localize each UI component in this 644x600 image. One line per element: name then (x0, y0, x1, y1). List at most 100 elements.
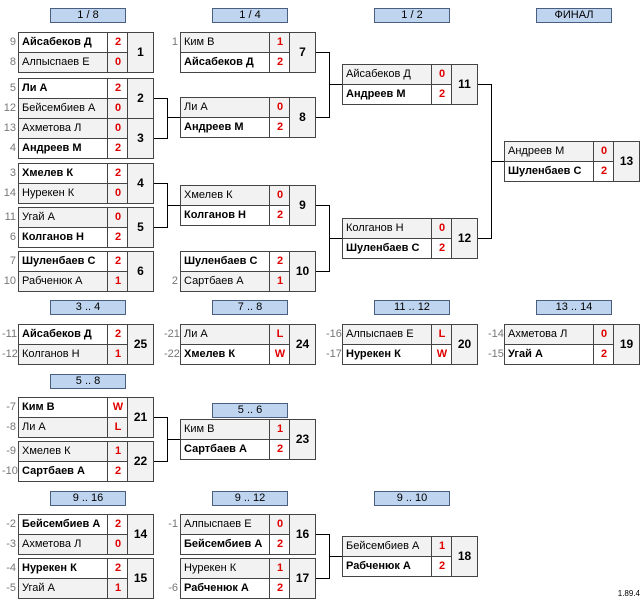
match-number[interactable]: 14 (127, 514, 154, 555)
header-places-9-16[interactable]: 9 .. 16 (50, 491, 126, 506)
match-number[interactable]: 19 (613, 324, 640, 365)
seed-number: -21 (164, 328, 180, 340)
match-number[interactable]: 24 (289, 324, 316, 365)
header-places-5-6[interactable]: 5 .. 6 (212, 403, 288, 418)
header-round-of-16[interactable]: 1 / 8 (50, 8, 126, 23)
header-places-7-8[interactable]: 7 .. 8 (212, 300, 288, 315)
match-number[interactable]: 1 (127, 32, 154, 73)
seed-number: 8 (9, 56, 16, 68)
match-number[interactable]: 13 (613, 141, 640, 182)
connector-line (154, 183, 168, 184)
match-number[interactable]: 15 (127, 558, 154, 599)
match-number[interactable]: 17 (289, 558, 316, 599)
header-quarterfinal[interactable]: 1 / 4 (212, 8, 288, 23)
match-number[interactable]: 10 (289, 251, 316, 292)
match-number[interactable]: 6 (127, 251, 154, 292)
match-number[interactable]: 18 (451, 536, 478, 577)
match-number[interactable]: 11 (451, 64, 478, 105)
match-number[interactable]: 5 (127, 207, 154, 248)
match-number[interactable]: 20 (451, 324, 478, 365)
match-number[interactable]: 12 (451, 218, 478, 259)
header-places-5-8[interactable]: 5 .. 8 (50, 374, 126, 389)
match-number[interactable]: 23 (289, 419, 316, 460)
match-number[interactable]: 7 (289, 32, 316, 73)
player-name: Угай А (22, 211, 55, 223)
match-number[interactable]: 4 (127, 163, 154, 204)
header-places-9-12[interactable]: 9 .. 12 (212, 491, 288, 506)
match-number[interactable]: 8 (289, 97, 316, 138)
player-score: W (431, 345, 452, 364)
player-name: Шуленбаев С (184, 255, 258, 267)
match-number[interactable]: 2 (127, 78, 154, 119)
match-number[interactable]: 3 (127, 118, 154, 159)
player-score: 0 (107, 99, 128, 118)
header-places-13-14[interactable]: 13 .. 14 (536, 300, 612, 315)
match-number[interactable]: 16 (289, 514, 316, 555)
header-final[interactable]: ФИНАЛ (536, 8, 612, 23)
player-score: 1 (269, 559, 290, 578)
header-places-9-10[interactable]: 9 .. 10 (374, 491, 450, 506)
player-name: Колганов Н (22, 348, 80, 360)
connector-line (478, 84, 492, 85)
match-number[interactable]: 21 (127, 397, 154, 438)
match-number[interactable]: 22 (127, 441, 154, 482)
match-number[interactable]: 25 (127, 324, 154, 365)
player-score: 1 (431, 537, 452, 556)
player-score: 0 (269, 515, 290, 534)
header-semifinal[interactable]: 1 / 2 (374, 8, 450, 23)
match-number[interactable]: 9 (289, 185, 316, 226)
header-places-3-4[interactable]: 3 .. 4 (50, 300, 126, 315)
header-places-11-12[interactable]: 11 .. 12 (374, 300, 450, 315)
